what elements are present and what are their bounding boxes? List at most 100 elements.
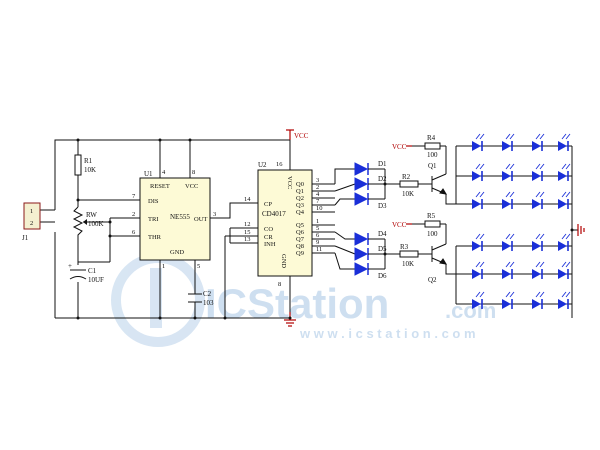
led-icon [472,133,485,151]
u1-num-ctrl: 5 [197,263,200,270]
u2-right-num-3: 7 [316,198,320,205]
u2-right-num-8: 9 [316,239,319,246]
led-icon [532,261,545,279]
u1-pin-dis: DIS [148,198,159,205]
diode-d3 [354,192,375,206]
diode-d2-label: D2 [378,175,387,183]
u1-num-gnd: 1 [162,263,165,270]
r5-ref: R5 [427,212,436,220]
u2-left-name-3: INH [264,241,276,248]
u1-name: NE555 [170,213,190,221]
resistor-r3: R3 10K [399,243,419,268]
diode-d5-label: D5 [378,245,387,253]
led-icon [558,233,571,251]
diode-d6-label: D6 [378,272,387,280]
led-icon [502,233,515,251]
resistor-r4: R4 100 [424,134,441,159]
u2-right-num-9: 11 [316,246,322,253]
diode-d6 [354,262,375,276]
diodes [354,162,375,276]
vcc-q2-label: VCC [392,221,407,229]
led-icon [532,291,545,309]
u2-right-name-8: Q8 [296,243,304,250]
vcc-main-symbol [286,129,294,140]
ic-u2-cd4017: U2 16 8 CD4017 VCC GND CP CO CR INH 14 1… [244,161,323,288]
led-icon [532,133,545,151]
u2-right-name-6: Q6 [296,229,305,236]
u2-right-num-1: 2 [316,184,319,191]
u2-left-num-2: 15 [244,229,251,236]
u1-pin-thr: THR [148,234,162,241]
transistor-q1 [431,173,447,195]
led-icon [558,261,571,279]
u1-num-thr: 6 [132,229,136,236]
c1-value: 10UF [88,276,104,284]
u1-num-dis: 7 [132,193,136,200]
u2-left-name-2: CR [264,234,273,241]
u2-right-name-7: Q7 [296,236,305,243]
diode-d5 [354,247,375,261]
led-icon [502,133,515,151]
led-icon [558,133,571,151]
connector-j1: 1 2 J1 [22,202,41,242]
u1-pin-vcc: VCC [185,183,198,190]
r3-value: 10K [402,260,414,268]
ic-u1-ne555: U1 NE555 RESET VCC DIS TRI THR OUT GND 4… [132,169,216,270]
led-icon [502,261,515,279]
watermark-url: w w w . i c s t a t i o n . c o m [299,326,476,341]
rw-value: 100K [88,220,104,228]
led-icon [532,233,545,251]
led-icon [472,233,485,251]
u1-ref: U1 [144,170,153,178]
u1-pin-gnd: GND [170,249,184,256]
rw-ref: RW [86,211,97,219]
u2-right-name-9: Q9 [296,250,304,257]
diode-d1 [354,162,375,176]
diode-d3-label: D3 [378,202,387,210]
u1-num-vcc: 8 [192,169,195,176]
diode-d4-label: D4 [378,230,387,238]
watermark-domain: .com [445,298,496,323]
r4-ref: R4 [427,134,436,142]
vcc-main-label: VCC [294,132,309,140]
u2-right-num-2: 4 [316,191,320,198]
transistor-q2 [431,243,447,265]
u1-pin-reset: RESET [150,183,170,190]
watermark: ICStation .com w w w . i c s t a t i o n… [111,253,496,347]
watermark-logo-icon [111,253,205,347]
u2-right-name-4: Q4 [296,209,305,216]
c2-value: 103 [203,299,214,307]
led-icon [472,191,485,209]
led-icon [502,291,515,309]
led-icon [472,261,485,279]
led-matrix [455,133,572,309]
watermark-brand: ICStation [205,280,389,327]
u2-left-num-0: 14 [244,196,251,203]
led-icon [472,291,485,309]
led-icon [558,163,571,181]
u1-num-tri: 2 [132,211,135,218]
diode-d1-label: D1 [378,160,387,168]
r4-value: 100 [427,151,438,159]
led-icon [502,163,515,181]
j1-pin-1: 1 [30,208,33,215]
led-icon [558,191,571,209]
u2-right-name-5: Q5 [296,222,304,229]
u1-num-reset: 4 [162,169,166,176]
u2-right-num-0: 3 [316,177,319,184]
capacitor-c1: + C1 10UF [68,262,104,284]
vcc-q1-label: VCC [392,143,407,151]
led-icon [532,191,545,209]
ground-symbol-led [577,224,585,236]
diode-d4 [354,232,375,246]
u2-right-name-1: Q1 [296,188,304,195]
u2-gnd: GND [280,254,287,268]
u2-right-num-5: 1 [316,218,319,225]
r1-value: 10K [84,166,96,174]
led-icon [558,291,571,309]
u2-left-name-0: CP [264,201,272,208]
diode-d2 [354,177,375,191]
u2-pin-bottom: 8 [278,281,281,288]
resistor-r2: R2 10K [399,173,419,198]
